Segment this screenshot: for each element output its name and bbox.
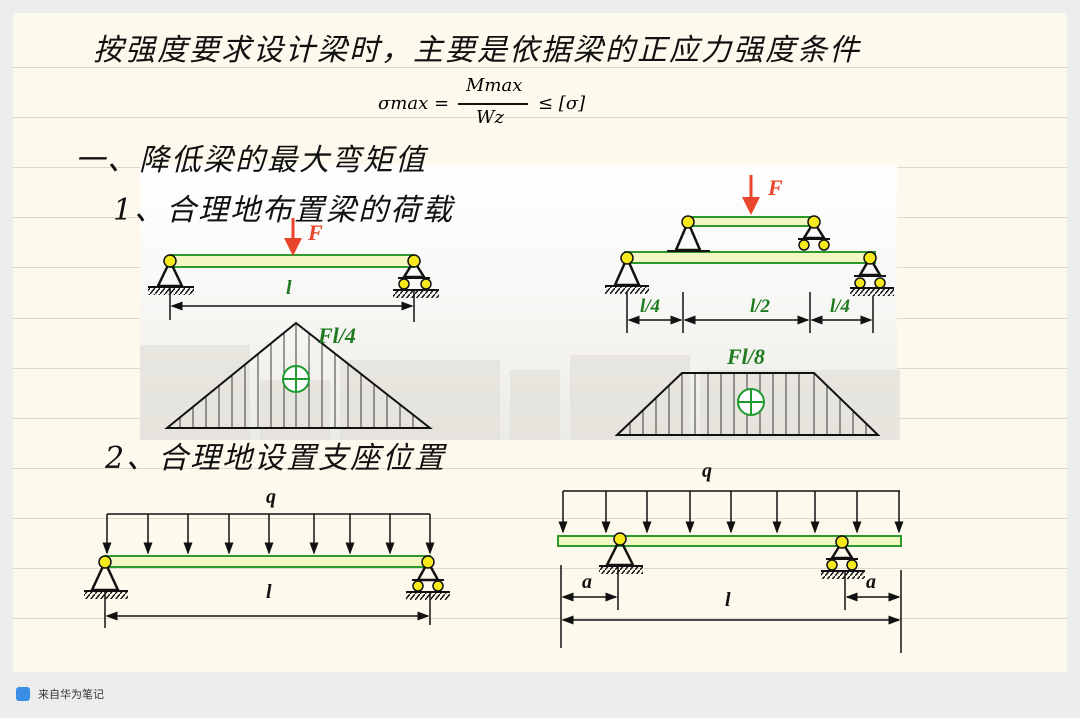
load-label: q <box>266 486 276 508</box>
figure-a-simply-supported-beam: F l <box>148 218 439 429</box>
span-label: l <box>266 581 272 603</box>
span-label: l <box>286 277 292 299</box>
dim-label-right: l/4 <box>830 296 850 317</box>
moment-diagram-trapezoid: Fl/8 <box>614 344 881 436</box>
ruled-line <box>13 518 1067 519</box>
max-moment-label: Fl/8 <box>726 344 765 369</box>
ruled-line <box>13 468 1067 469</box>
span-label: l <box>725 589 731 611</box>
strength-formula: σmax = Mmax Wz ≤ [σ] <box>378 75 598 135</box>
figure-d-udl-overhanging: q <box>557 460 904 653</box>
ruled-line <box>13 67 1067 68</box>
ruled-line <box>13 568 1067 569</box>
heading-line: 按强度要求设计梁时，主要是依据梁的正应力强度条件 <box>93 33 861 68</box>
source-label: 来自华为笔记 <box>38 688 104 701</box>
dim-label-left: l/4 <box>640 296 660 317</box>
load-label: F <box>307 220 323 245</box>
huawei-notes-icon <box>16 687 30 701</box>
load-label: F <box>767 175 783 200</box>
max-moment-label: Fl/4 <box>317 323 356 348</box>
subsection-title-2: 2、合理地设置支座位置 <box>105 441 447 476</box>
formula-rhs: ≤ [σ] <box>538 93 586 114</box>
figure-b-auxiliary-beam: F l/4 l/2 l/4 <box>605 175 894 436</box>
fraction-bar <box>458 103 528 105</box>
overhang-label-right: a <box>866 571 876 593</box>
moment-diagram-triangle: Fl/4 <box>164 321 433 429</box>
figure-c-udl-simply-supported: q l <box>84 486 450 628</box>
ruled-line <box>13 618 1067 619</box>
load-label: q <box>702 460 712 482</box>
formula-lhs: σmax = <box>378 93 450 114</box>
footer-bar <box>0 672 1080 718</box>
dim-label-middle: l/2 <box>750 296 771 317</box>
formula-numerator: Mmax <box>466 75 523 96</box>
section-title: 一、降低梁的最大弯矩值 <box>75 143 427 178</box>
overhang-label-left: a <box>582 571 592 593</box>
ruled-line <box>13 117 1067 118</box>
subsection-title-1: 1、合理地布置梁的荷载 <box>113 193 455 228</box>
formula-denominator: Wz <box>476 107 504 128</box>
